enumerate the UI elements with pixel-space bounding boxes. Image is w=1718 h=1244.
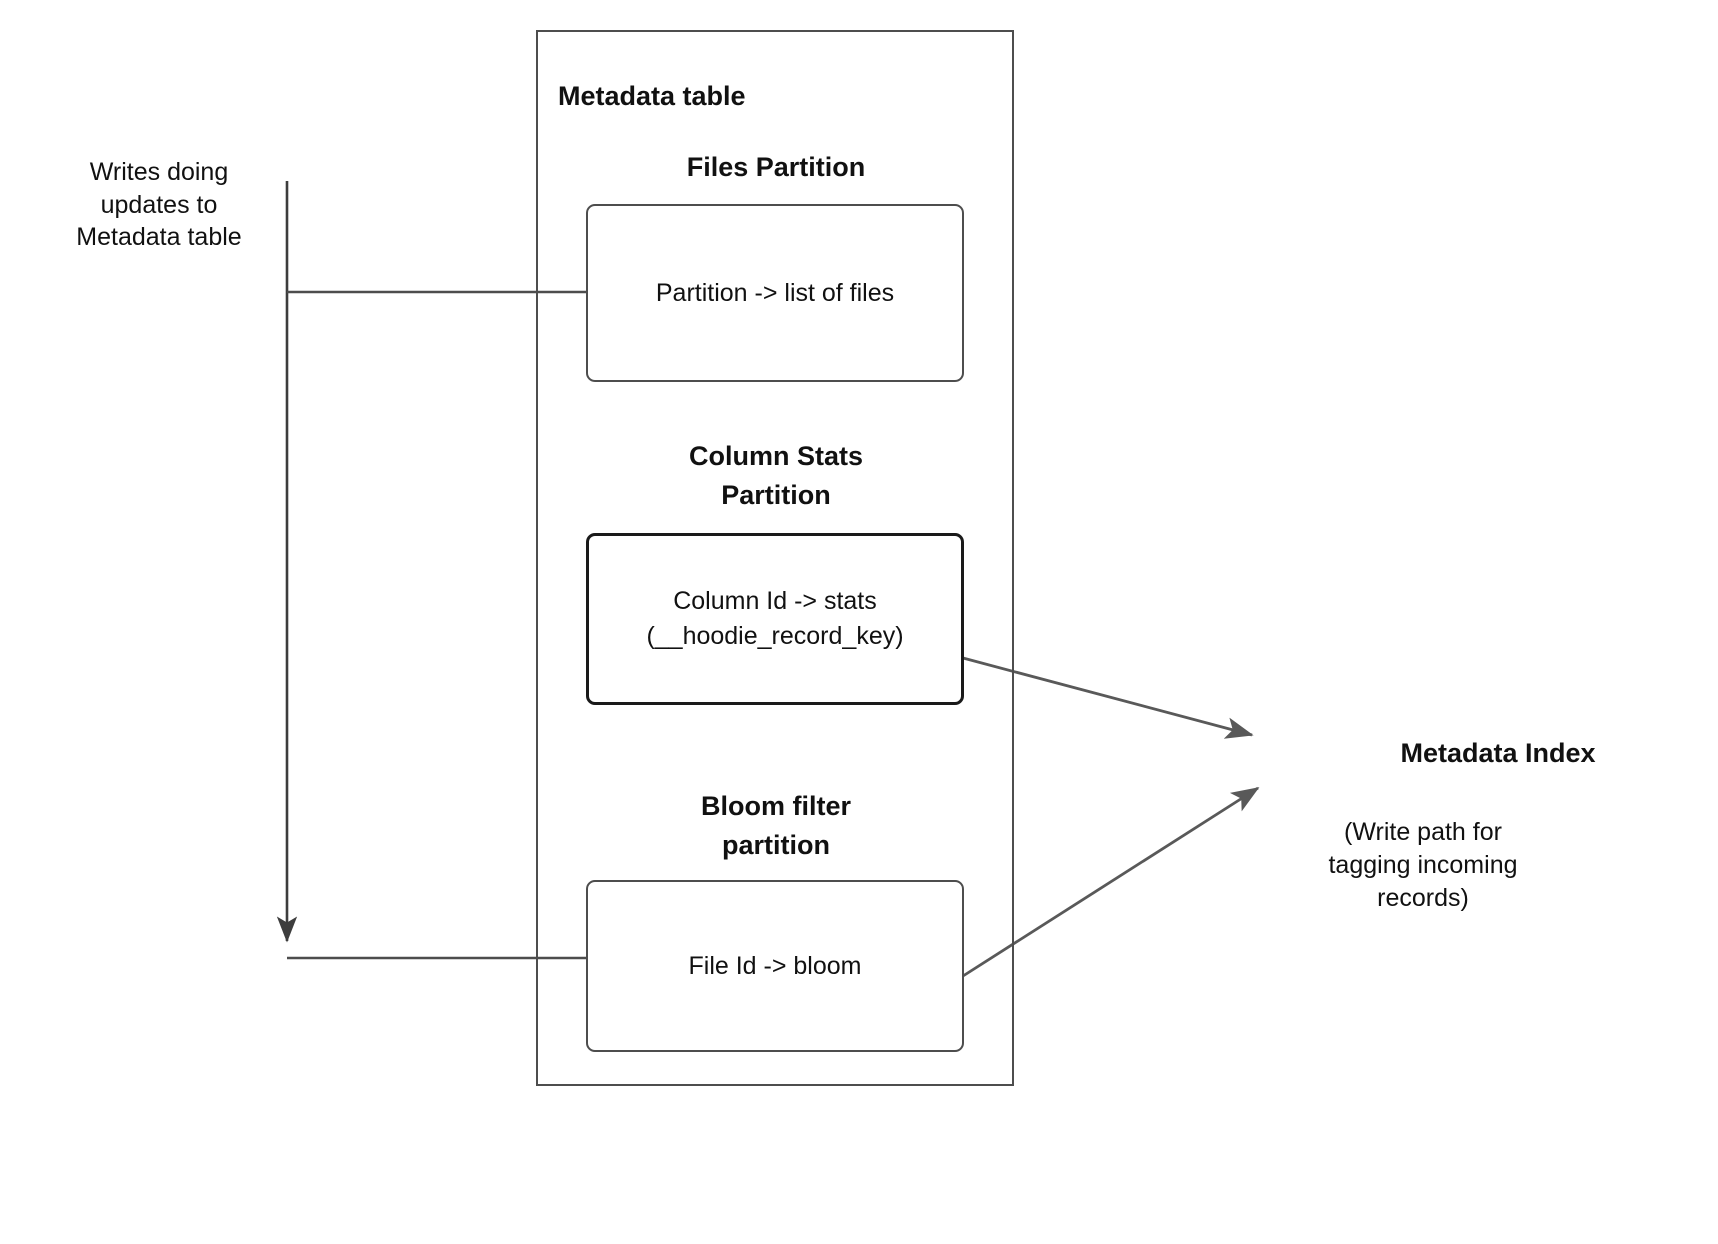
metadata-index-note: (Write path for tagging incoming records… <box>1328 818 1518 912</box>
metadata-table-container <box>536 30 1014 1086</box>
column-stats-partition-box[interactable]: Column Id -> stats (__hoodie_record_key) <box>586 533 964 705</box>
metadata-index-title: Metadata Index <box>1400 738 1596 768</box>
files-partition-box-label: Partition -> list of files <box>655 278 895 307</box>
bloom-filter-partition-box[interactable]: File Id -> bloom <box>586 880 964 1052</box>
column-stats-partition-box-label: Column Id -> stats (__hoodie_record_key) <box>646 587 904 650</box>
column-stats-partition-heading: Column Stats Partition <box>688 441 863 511</box>
bloom-filter-partition-box-label: File Id -> bloom <box>688 951 862 980</box>
bloom-filter-partition-heading: Bloom filter partition <box>700 791 851 861</box>
metadata-table-title: Metadata table <box>558 81 746 111</box>
writes-note-label: Writes doing updates to Metadata table <box>76 158 242 251</box>
files-partition-heading: Files Partition <box>686 152 866 182</box>
files-partition-box[interactable]: Partition -> list of files <box>586 204 964 382</box>
